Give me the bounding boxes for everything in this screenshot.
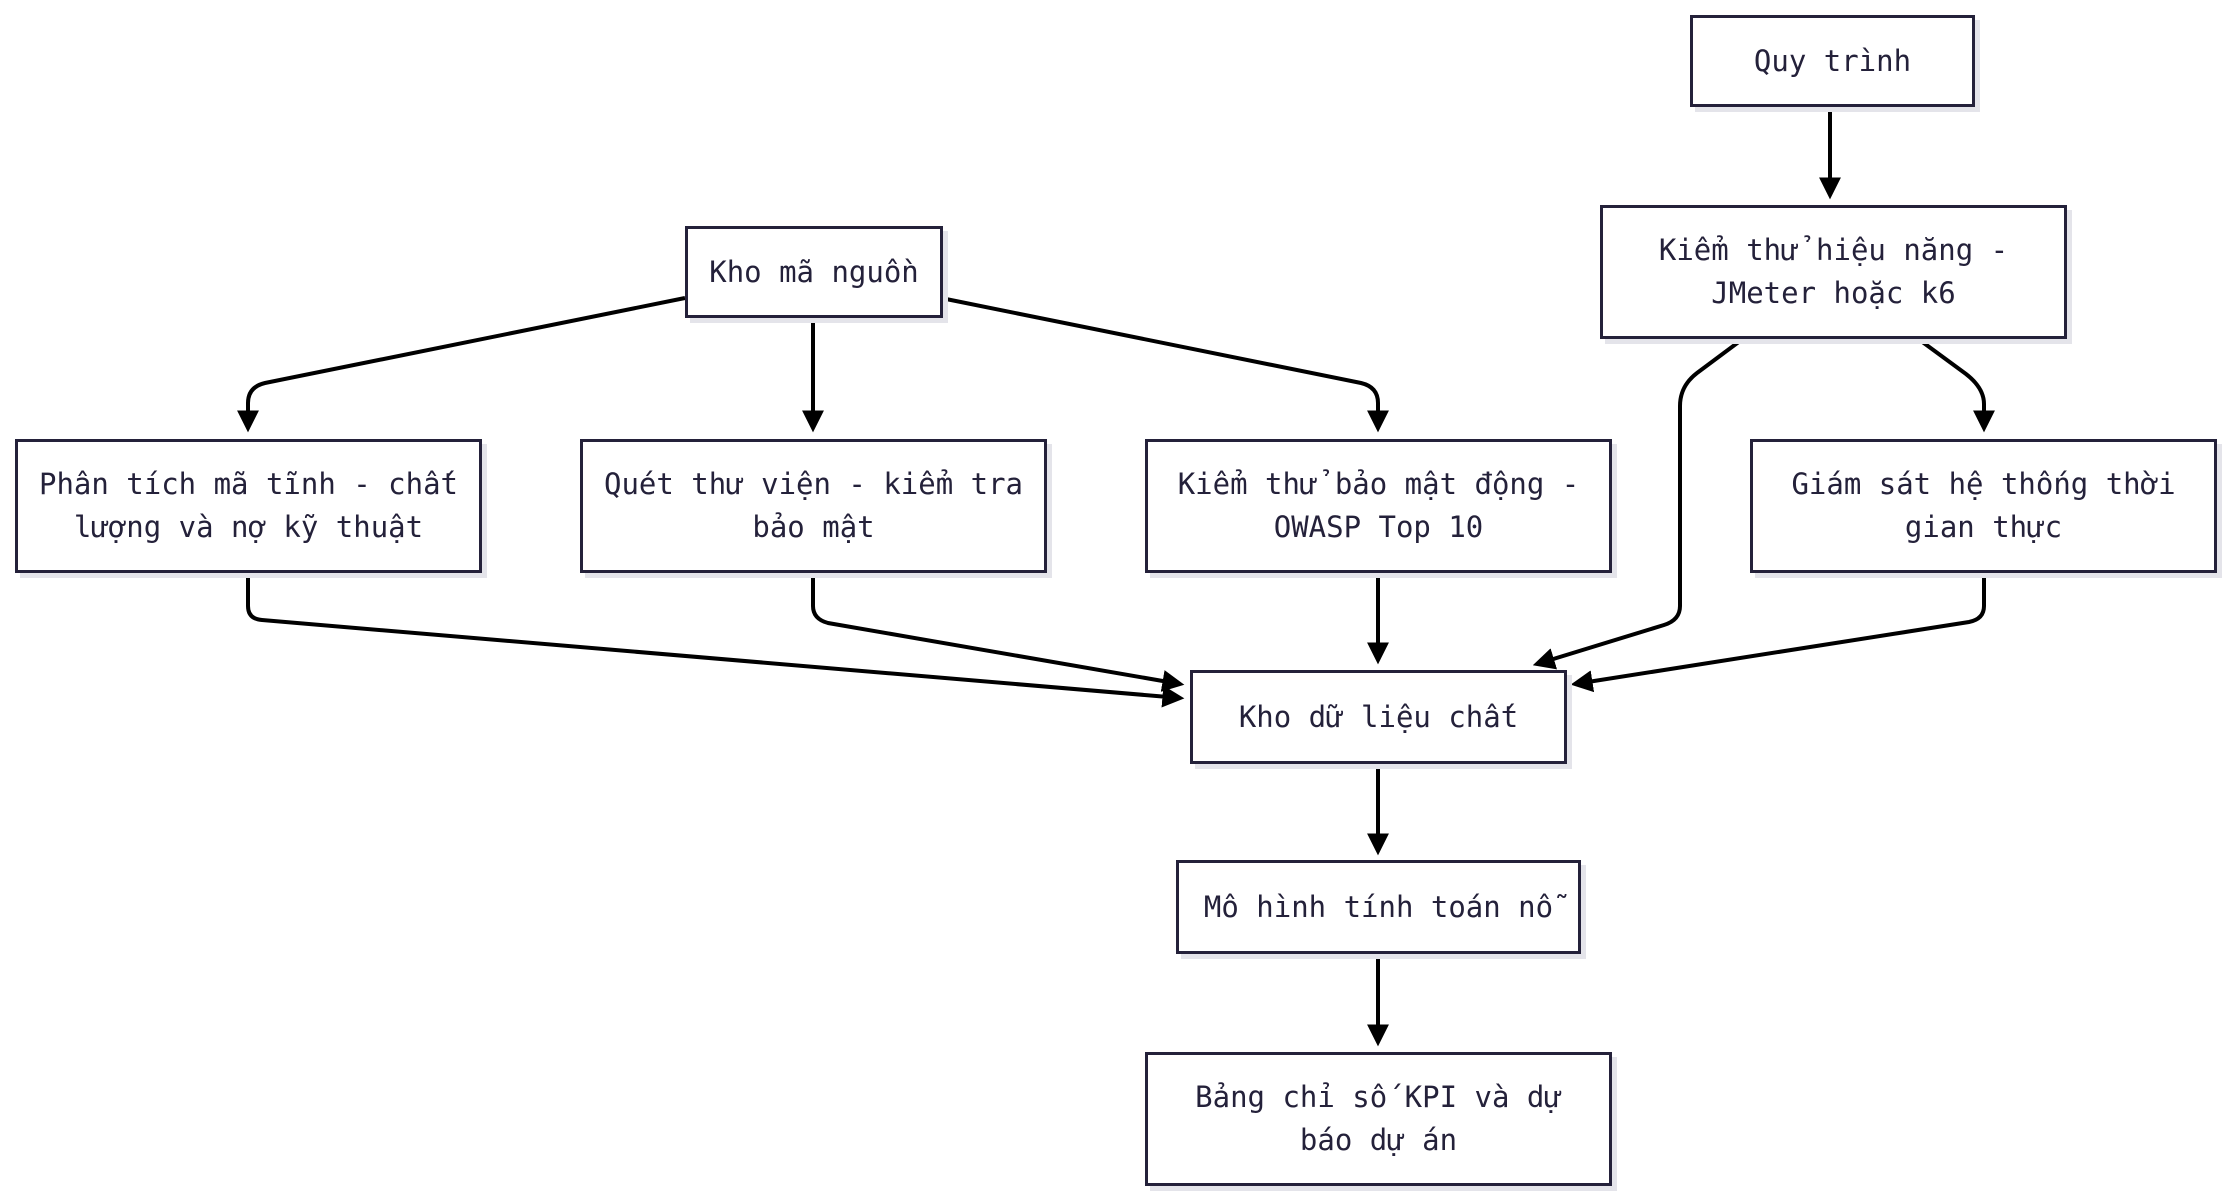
- edge-phan-tich-ma-tinh-to-kho-du-lieu: [246, 573, 1185, 708]
- node-kho-du-lieu: Kho dữ liệu chất: [1190, 670, 1567, 764]
- node-phan-tich-ma-tinh: Phân tích mã tĩnh - chất lượng và nợ kỹ …: [15, 439, 482, 573]
- node-kiem-thu-hieu-nang: Kiểm thử hiệu năng - JMeter hoặc k6: [1600, 205, 2067, 339]
- edge-giam-sat-to-kho-du-lieu: [1570, 573, 1986, 693]
- node-kho-du-lieu-label: Kho dữ liệu chất: [1238, 699, 1519, 734]
- node-giam-sat: Giám sát hệ thống thời gian thực: [1750, 439, 2217, 573]
- edge-kiem-thu-hieu-nang-to-kho-du-lieu: [1532, 336, 1746, 670]
- node-quet-thu-vien-label: Quét thư viện - kiểm tra bảo mật: [603, 467, 1024, 544]
- node-kho-ma-nguon: Kho mã nguồn: [685, 226, 943, 318]
- edge-kho-ma-nguon-to-phan-tich-ma-tinh: [237, 296, 686, 433]
- node-kiem-thu-bao-mat-label: Kiểm thử bảo mật động - OWASP Top 10: [1177, 467, 1580, 544]
- node-quy-trinh: Quy trình: [1690, 15, 1975, 107]
- node-bang-chi-so: Bảng chỉ số KPI và dự báo dự án: [1145, 1052, 1612, 1186]
- edge-kho-ma-nguon-to-kiem-thu-bao-mat: [940, 296, 1389, 433]
- node-kho-ma-nguon-label: Kho mã nguồn: [709, 254, 919, 289]
- node-kiem-thu-hieu-nang-label: Kiểm thử hiệu năng - JMeter hoặc k6: [1658, 233, 2009, 310]
- edge-quet-thu-vien-to-kho-du-lieu: [811, 573, 1185, 692]
- node-bang-chi-so-label: Bảng chỉ số KPI và dự báo dự án: [1195, 1080, 1562, 1157]
- node-kiem-thu-bao-mat: Kiểm thử bảo mật động - OWASP Top 10: [1145, 439, 1612, 573]
- node-phan-tich-ma-tinh-label: Phân tích mã tĩnh - chất lượng và nợ kỹ …: [38, 467, 459, 544]
- node-mo-hinh: Mô hình tính toán nỗ: [1176, 860, 1581, 954]
- node-giam-sat-label: Giám sát hệ thống thời gian thực: [1791, 467, 2176, 544]
- node-mo-hinh-label: Mô hình tính toán nỗ: [1203, 889, 1554, 924]
- edge-kiem-thu-hieu-nang-to-giam-sat: [1915, 336, 1995, 433]
- node-quy-trinh-label: Quy trình: [1753, 43, 1912, 78]
- node-quet-thu-vien: Quét thư viện - kiểm tra bảo mật: [580, 439, 1047, 573]
